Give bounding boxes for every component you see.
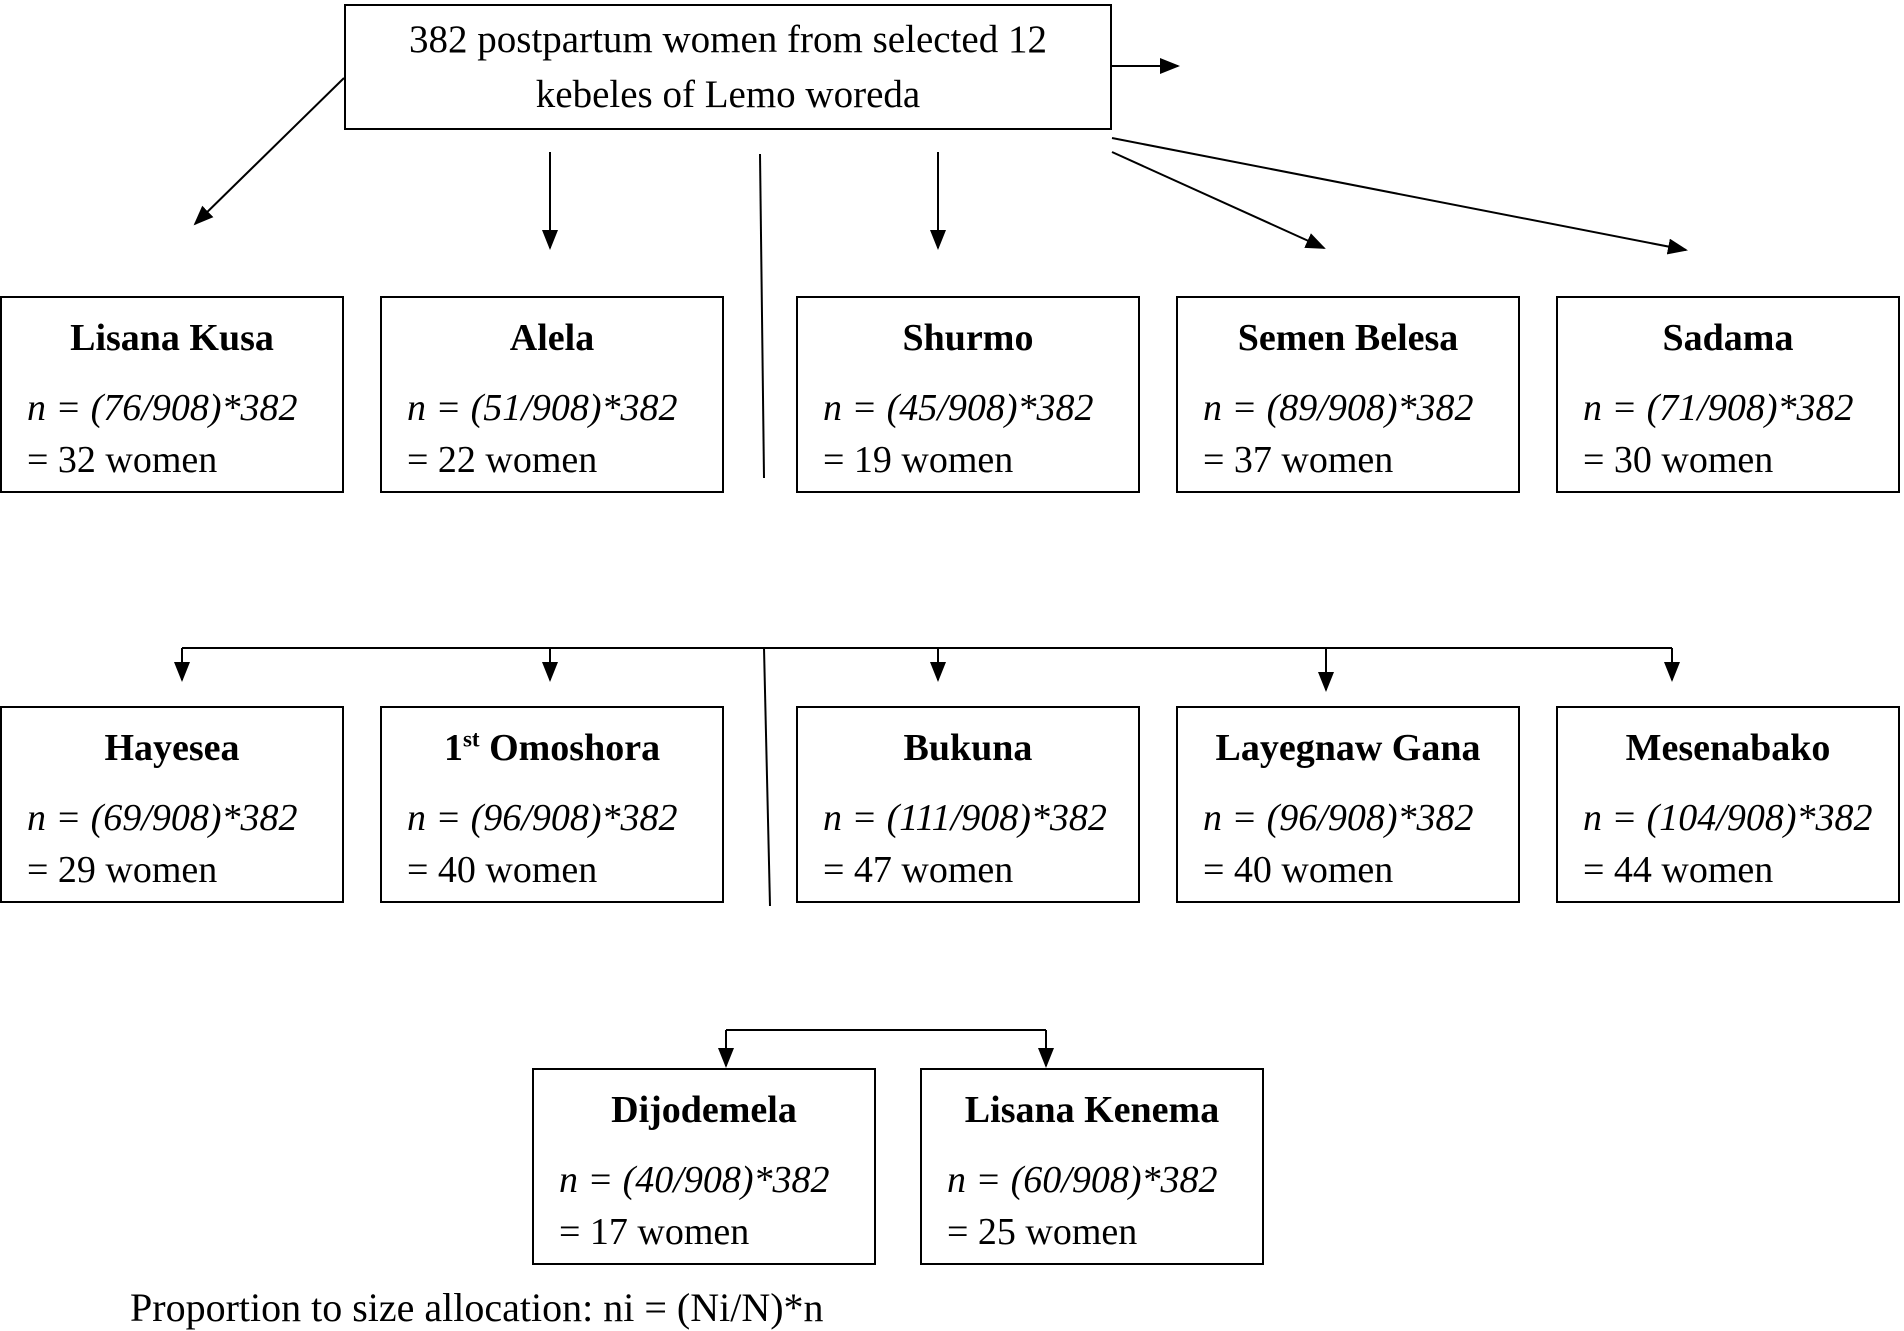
population-line-1: 382 postpartum women from selected 12	[409, 18, 1047, 61]
kebele-result: = 30 women	[1583, 439, 1774, 481]
kebele-name-rest: Omoshora	[479, 727, 661, 769]
kebele-name: Mesenabako	[1625, 727, 1831, 769]
kebele-result: = 37 women	[1203, 439, 1394, 481]
kebele-result: = 17 women	[559, 1211, 750, 1253]
arrow-to-sadama	[1111, 137, 1688, 255]
population-box: 382 postpartum women from selected 12 ke…	[344, 4, 1112, 130]
kebele-name: 1st Omoshora	[382, 726, 722, 770]
kebele-box-hayesea: Hayesea n = (69/908)*382 = 29 women	[0, 706, 344, 903]
kebele-box-layegnaw-gana: Layegnaw Gana n = (96/908)*382 = 40 wome…	[1176, 706, 1520, 903]
kebele-formula: n = (40/908)*382	[559, 1159, 830, 1201]
kebele-name: Semen Belesa	[1237, 317, 1459, 359]
kebele-box-dijodemela: Dijodemela n = (40/908)*382 = 17 women	[532, 1068, 876, 1265]
kebele-name: Dijodemela	[611, 1089, 797, 1131]
kebele-formula: n = (69/908)*382	[27, 797, 298, 839]
kebele-result: = 32 women	[27, 439, 218, 481]
kebele-result: = 25 women	[947, 1211, 1138, 1253]
kebele-result: = 29 women	[27, 849, 218, 891]
kebele-box-sadama: Sadama n = (71/908)*382 = 30 women	[1556, 296, 1900, 493]
arrow-to-lisana-kusa	[193, 77, 345, 226]
kebele-formula: n = (96/908)*382	[407, 797, 678, 839]
kebele-result: = 40 women	[1203, 849, 1394, 891]
kebele-formula: n = (76/908)*382	[27, 387, 298, 429]
kebele-formula: n = (104/908)*382	[1583, 797, 1873, 839]
kebele-name: Bukuna	[903, 727, 1033, 769]
allocation-caption: Proportion to size allocation: ni = (Ni/…	[130, 1285, 824, 1330]
kebele-box-omoshora: 1st Omoshora n = (96/908)*382 = 40 women	[380, 706, 724, 903]
kebele-box-lisana-kenema: Lisana Kenema n = (60/908)*382 = 25 wome…	[920, 1068, 1264, 1265]
kebele-box-alela: Alela n = (51/908)*382 = 22 women	[380, 296, 724, 493]
kebele-result: = 40 women	[407, 849, 598, 891]
kebele-result: = 47 women	[823, 849, 1014, 891]
arrow-to-semen-belesa	[1111, 151, 1326, 249]
kebele-box-semen-belesa: Semen Belesa n = (89/908)*382 = 37 women	[1176, 296, 1520, 493]
kebele-formula: n = (51/908)*382	[407, 387, 678, 429]
kebele-formula: n = (89/908)*382	[1203, 387, 1474, 429]
kebele-name-ordinal: st	[462, 726, 480, 752]
kebele-name: Lisana Kusa	[70, 317, 274, 359]
kebele-formula: n = (71/908)*382	[1583, 387, 1854, 429]
kebele-box-lisana-kusa: Lisana Kusa n = (76/908)*382 = 32 women	[0, 296, 344, 493]
kebele-box-mesenabako: Mesenabako n = (104/908)*382 = 44 women	[1556, 706, 1900, 903]
kebele-name: Sadama	[1662, 317, 1794, 359]
kebele-name: Layegnaw Gana	[1215, 727, 1481, 769]
kebele-name: Lisana Kenema	[964, 1089, 1220, 1131]
kebele-result: = 19 women	[823, 439, 1014, 481]
kebele-result: = 44 women	[1583, 849, 1774, 891]
center-line-top	[759, 153, 765, 479]
kebele-name: Hayesea	[104, 727, 240, 769]
center-line-bottom	[763, 647, 771, 907]
kebele-box-bukuna: Bukuna n = (111/908)*382 = 47 women	[796, 706, 1140, 903]
kebele-formula: n = (45/908)*382	[823, 387, 1094, 429]
kebele-formula: n = (111/908)*382	[823, 797, 1107, 839]
kebele-name-number: 1	[443, 727, 463, 769]
kebele-formula: n = (60/908)*382	[947, 1159, 1218, 1201]
kebele-name: Alela	[509, 317, 595, 359]
kebele-box-shurmo: Shurmo n = (45/908)*382 = 19 women	[796, 296, 1140, 493]
kebele-formula: n = (96/908)*382	[1203, 797, 1474, 839]
population-line-2: kebeles of Lemo woreda	[535, 73, 921, 116]
kebele-name: Shurmo	[902, 317, 1034, 359]
kebele-result: = 22 women	[407, 439, 598, 481]
